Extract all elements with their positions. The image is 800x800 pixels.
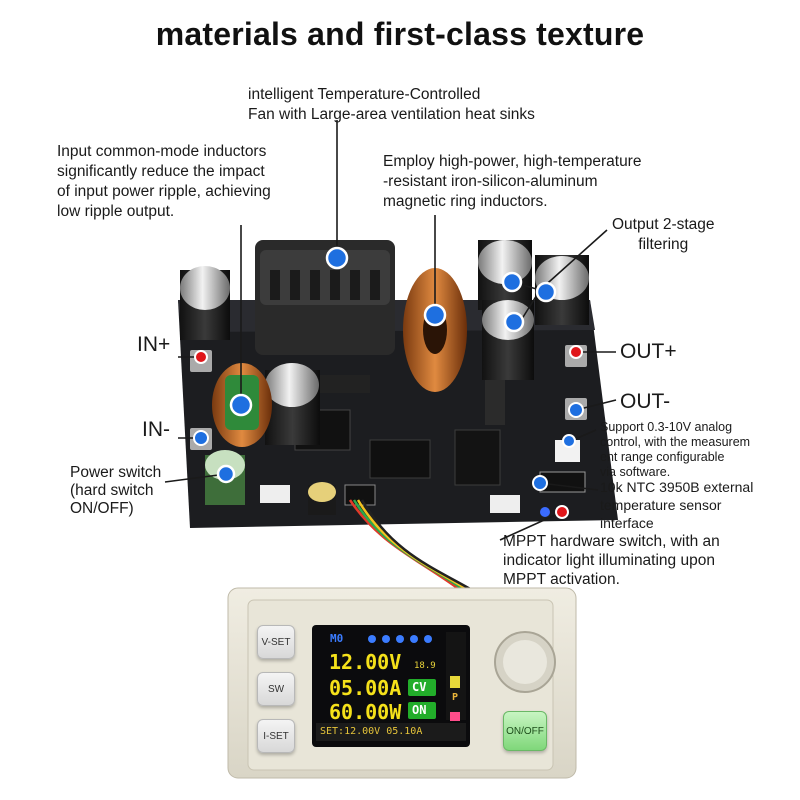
screen-on-badge: ON (412, 703, 427, 717)
cable (348, 499, 473, 592)
screen-p-icon: P (452, 692, 459, 703)
annotation-ntc: 10k NTC 3950B external temperature senso… (600, 479, 754, 531)
connector (260, 485, 290, 503)
ic-chip (454, 429, 501, 486)
pointer-dots (193, 246, 584, 519)
label-in-minus: IN- (142, 418, 170, 441)
annotation-mppt: MPPT hardware switch, with an indicator … (503, 533, 720, 588)
annotation-power-switch: Power switch (hard switch ON/OFF) (70, 464, 162, 517)
screen-cv-badge: CV (412, 680, 427, 694)
annotation-fan: intelligent Temperature-Controlled Fan w… (248, 86, 535, 123)
fan-heatsink (255, 240, 395, 355)
label-in-plus: IN+ (137, 333, 171, 356)
annotation-analog-control: Support 0.3-10V analog control, with the… (600, 420, 751, 479)
screen-mode: M0 (330, 632, 344, 645)
label-out-plus: OUT+ (620, 340, 677, 363)
sw-button[interactable]: SW (257, 672, 295, 706)
screen-current: 05.00A (329, 676, 402, 700)
connector (490, 495, 520, 513)
screen-voltage: 12.00V (329, 650, 402, 674)
resistor-row (320, 375, 370, 393)
iset-button[interactable]: I-SET (257, 719, 295, 753)
vset-button[interactable]: V-SET (257, 625, 295, 659)
annotation-magnetic-ring: Employ high-power, high-temperature -res… (383, 153, 642, 210)
onoff-button[interactable]: ON/OFF (503, 711, 547, 751)
annotation-output-filter: Output 2-stage filtering (612, 216, 715, 253)
control-panel (227, 587, 577, 779)
ic-chip (369, 439, 431, 479)
lock-icon (450, 712, 460, 721)
battery-icon (450, 676, 460, 688)
annotation-input-inductors: Input common-mode inductors significantl… (57, 143, 271, 220)
screen-power: 60.00W (329, 700, 402, 724)
label-out-minus: OUT- (620, 390, 671, 413)
screen-set-line: SET:12.00V 05.10A (320, 726, 423, 737)
screen-temperature: 18.9 (414, 661, 436, 671)
mppt-led (540, 507, 550, 517)
page-title: materials and first-class texture (155, 16, 645, 52)
